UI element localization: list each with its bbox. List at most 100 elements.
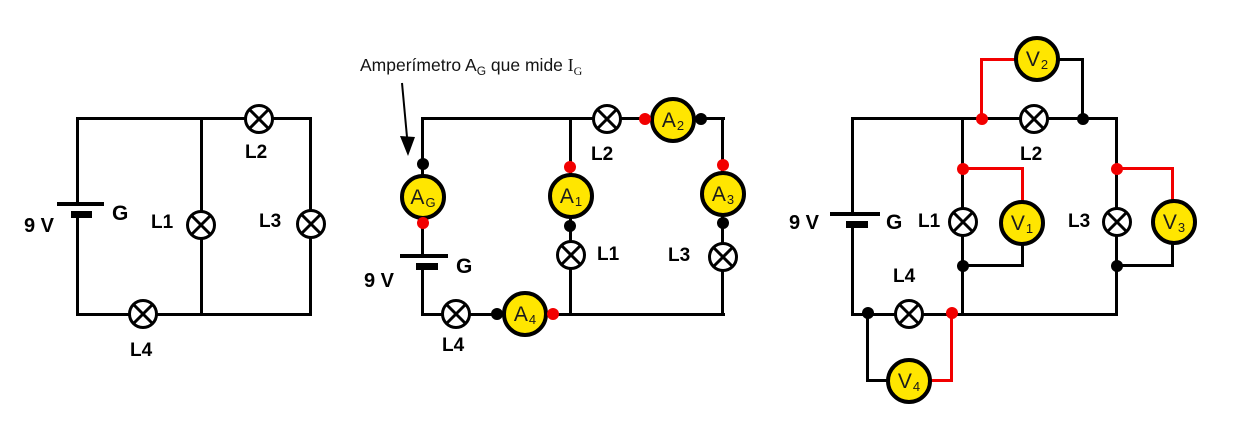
red-terminal-dot <box>976 113 988 125</box>
annotation-pre-sub: G <box>476 64 487 78</box>
probe-wire-red <box>1116 167 1174 170</box>
ammeter-ag-sub: G <box>425 194 436 210</box>
ammeter-a4-label: A <box>513 302 528 326</box>
voltmeter-v2-label: V <box>1025 47 1040 71</box>
battery-voltage-label: 9 V <box>24 215 55 237</box>
lamp-l4-label: L4 <box>893 266 916 287</box>
ammeter-a3-label: A <box>711 182 726 206</box>
lamp-l2-label: L2 <box>245 142 268 163</box>
battery-plate-long <box>400 254 448 258</box>
wire-segment <box>851 228 854 316</box>
lamp-l1-label: L1 <box>918 211 941 232</box>
ammeter-ag-label: A <box>410 185 425 209</box>
black-terminal-dot <box>491 308 503 320</box>
lamp-l3-label: L3 <box>668 245 691 266</box>
probe-wire-black <box>1058 58 1084 61</box>
lamp-l4-icon <box>894 299 924 329</box>
black-terminal-dot <box>695 113 707 125</box>
generator-label: G <box>886 211 903 234</box>
generator-label: G <box>112 202 129 225</box>
black-terminal-dot <box>717 217 729 229</box>
lamp-l1-icon <box>948 207 978 237</box>
battery-plate-short <box>71 211 92 218</box>
wire-segment <box>421 117 725 120</box>
wire-segment <box>421 313 725 316</box>
ammeter-a4-sub: 4 <box>528 311 537 327</box>
probe-wire-black <box>1116 264 1174 267</box>
ammeter-a2-label: A <box>661 108 676 132</box>
lamp-l4-label: L4 <box>442 335 465 356</box>
battery-voltage-label: 9 V <box>364 270 395 292</box>
black-terminal-dot <box>417 158 429 170</box>
red-terminal-dot <box>717 159 729 171</box>
black-terminal-dot <box>564 220 576 232</box>
annotation-current-symbol: I <box>567 55 574 75</box>
voltmeter-v3-label: V <box>1162 210 1177 234</box>
lamp-l3-label: L3 <box>259 211 282 232</box>
black-terminal-dot <box>862 307 874 319</box>
lamp-l3-label: L3 <box>1068 211 1091 232</box>
lamp-l3-icon <box>1102 207 1132 237</box>
probe-wire-black <box>1081 58 1084 120</box>
battery-plate-long <box>830 212 880 216</box>
battery-plate-short <box>846 221 868 228</box>
black-terminal-dot <box>1111 260 1123 272</box>
probe-wire-black <box>961 264 1023 267</box>
probe-wire-red <box>1171 167 1174 202</box>
lamp-l2-icon <box>1019 104 1049 134</box>
red-terminal-dot <box>417 217 429 229</box>
lamp-l1-icon <box>556 240 586 270</box>
ammeter-a3-sub: 3 <box>726 191 735 207</box>
wire-segment <box>851 117 854 212</box>
red-terminal-dot <box>639 113 651 125</box>
voltmeter-v4-label: V <box>897 369 912 393</box>
wire-segment <box>76 218 79 316</box>
voltmeter-v3-sub: 3 <box>1177 219 1186 235</box>
red-terminal-dot <box>946 307 958 319</box>
lamp-l3-icon <box>708 242 738 272</box>
lamp-l1-label: L1 <box>597 244 620 265</box>
lamp-l3-icon <box>296 209 326 239</box>
battery-voltage-label: 9 V <box>789 212 820 234</box>
lamp-l1-icon <box>186 210 216 240</box>
lamp-l4-icon <box>128 299 158 329</box>
voltmeter-v2-sub: 2 <box>1040 56 1049 72</box>
ammeter-a1-label: A <box>559 184 574 208</box>
lamp-l2-icon <box>592 104 622 134</box>
lamp-l1-label: L1 <box>151 212 174 233</box>
red-terminal-dot <box>547 308 559 320</box>
black-terminal-dot <box>957 260 969 272</box>
red-terminal-dot <box>1111 163 1123 175</box>
lamp-l2-icon <box>244 104 274 134</box>
annotation-arrow-icon <box>400 82 415 156</box>
voltmeter-v4-sub: 4 <box>912 378 921 394</box>
probe-wire-red <box>950 313 953 382</box>
battery-plate-short <box>416 263 438 270</box>
red-terminal-dot <box>564 161 576 173</box>
ammeter-a2-sub: 2 <box>676 117 685 133</box>
probe-wire-red <box>980 58 983 120</box>
probe-wire-black <box>1171 243 1174 267</box>
lamp-l4-icon <box>441 299 471 329</box>
battery-plate-long <box>57 202 104 206</box>
probe-wire-black <box>866 379 888 382</box>
probe-wire-black <box>866 313 869 382</box>
wire-segment <box>421 270 424 316</box>
probe-wire-red <box>980 58 1016 61</box>
probe-wire-red <box>930 379 953 382</box>
annotation-mid: que mide <box>486 55 568 75</box>
ammeter-a1-sub: 1 <box>574 193 583 209</box>
probe-wire-red <box>961 167 1023 170</box>
annotation-pre: Amperímetro A <box>360 55 477 75</box>
wire-segment <box>76 117 79 203</box>
probe-wire-red <box>1021 167 1024 203</box>
